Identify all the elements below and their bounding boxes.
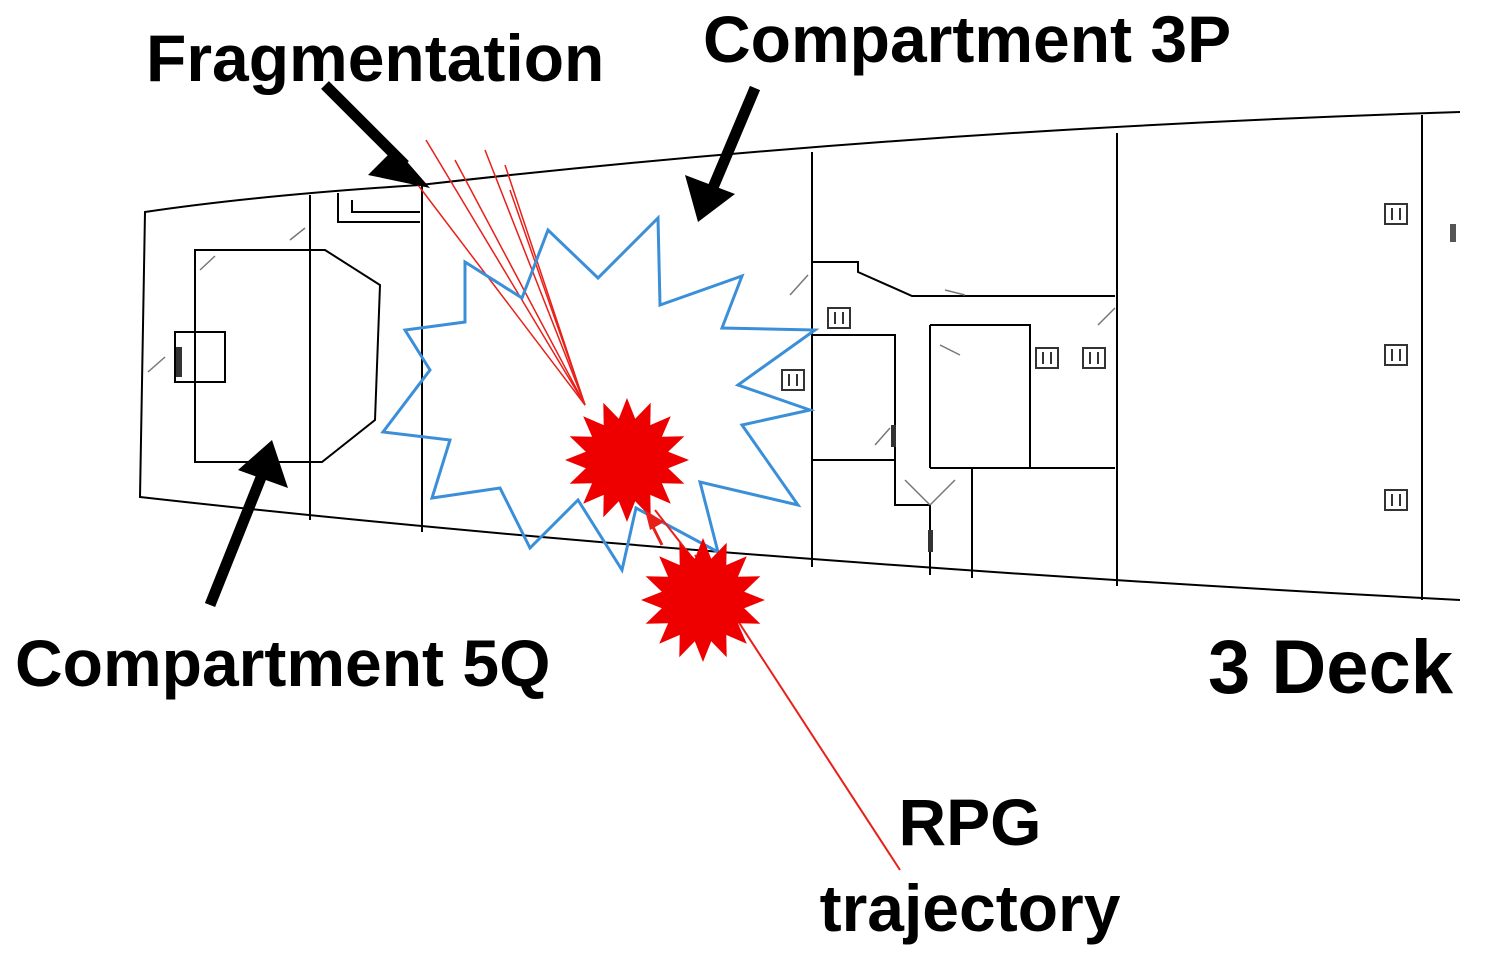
fragmentation-ray [454, 159, 586, 406]
compartment-3p-walls [789, 115, 1423, 600]
blast-outline-icon [380, 214, 820, 574]
rpg-label-line1: RPG [898, 785, 1042, 859]
door-symbol-icon [1035, 347, 1059, 369]
ladder-symbol-icon [928, 530, 933, 552]
fragmentation-rays [417, 139, 586, 406]
door-symbol-icon [1384, 489, 1408, 511]
rpg-label-line2: trajectory [819, 870, 1121, 945]
ladder-symbol-icon [176, 347, 182, 377]
deck-label: 3 Deck [1208, 625, 1454, 710]
rpg-trajectory-line-inner [654, 509, 691, 556]
door-symbol-icon [1384, 203, 1408, 225]
fragmentation-label: Fragmentation [146, 21, 605, 95]
explosion-icon [641, 538, 765, 662]
arrow-pointer-icon [204, 440, 288, 608]
fragmentation-ray [425, 139, 586, 406]
door-symbol-icon [781, 369, 805, 391]
door-symbol-icon [827, 307, 851, 329]
explosion-icon [565, 398, 689, 522]
fragmentation-ray [509, 189, 586, 406]
rpg-trajectory-label: RPG trajectory [770, 780, 1170, 952]
compartment-5q-label: Compartment 5Q [15, 626, 551, 700]
door-symbols [176, 203, 1456, 552]
arrow-pointer-icon [645, 510, 664, 546]
door-symbol-icon [1384, 344, 1408, 366]
ladder-symbol-icon [891, 425, 896, 447]
fragmentation-ray [484, 149, 586, 406]
ladder-symbol-icon [1450, 224, 1456, 242]
hull-outline [138, 111, 1461, 601]
door-symbol-icon [1082, 347, 1106, 369]
compartment-3p-label: Compartment 3P [703, 2, 1232, 76]
fragmentation-ray [417, 184, 586, 406]
arrow-pointer-icon [685, 85, 761, 222]
arrow-pointer-icon [321, 81, 430, 188]
